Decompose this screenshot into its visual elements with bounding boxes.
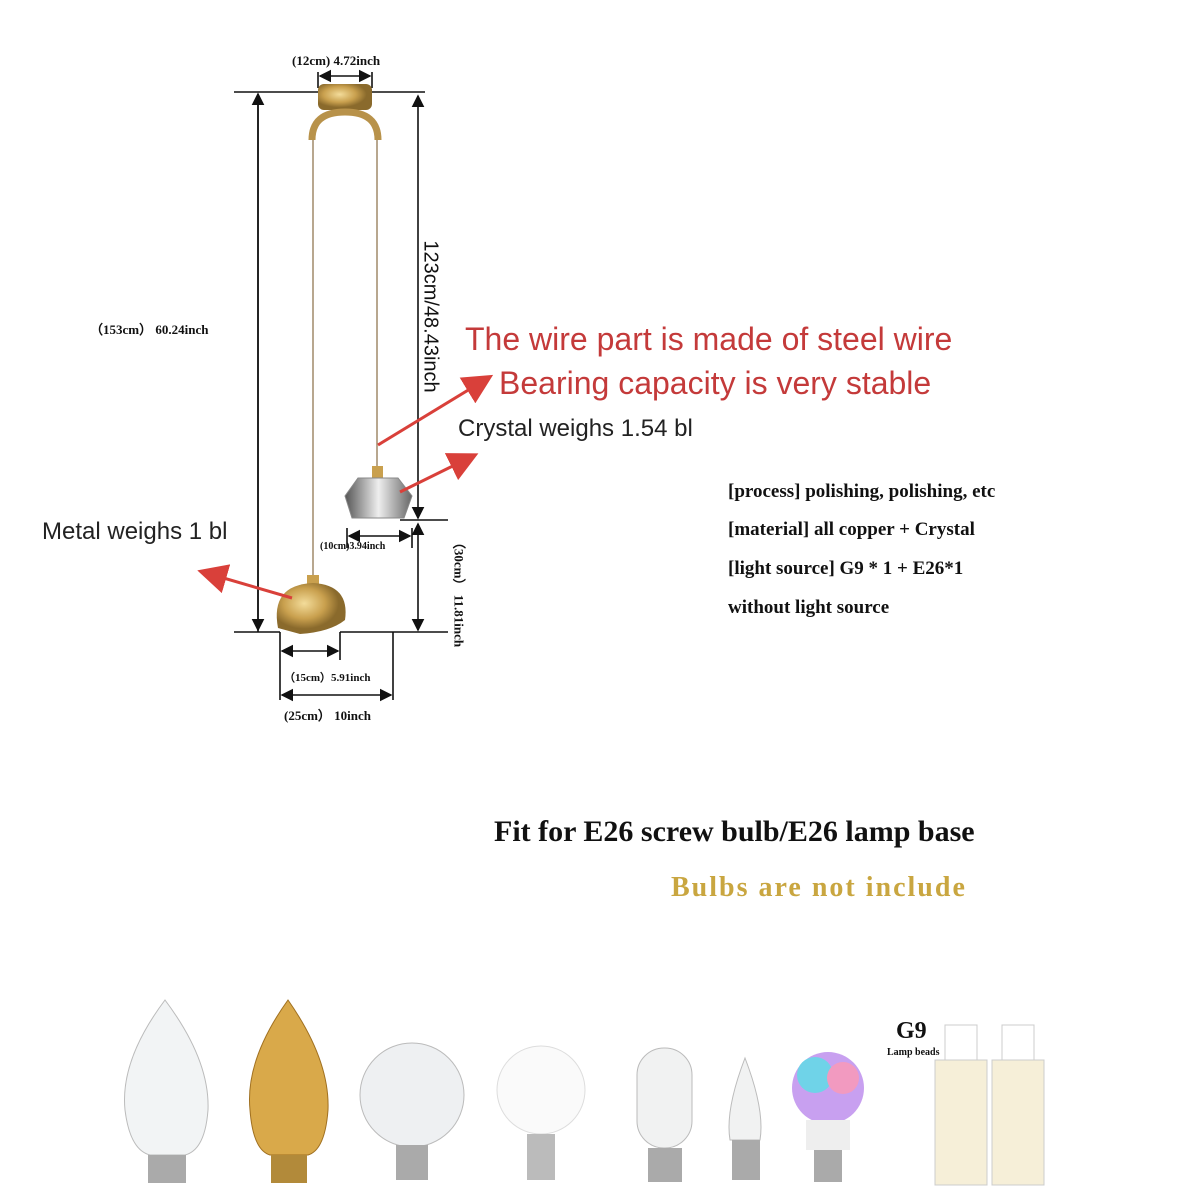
overall-width-label: (25cm） 10inch — [284, 708, 372, 723]
spec-no-bulb: without light source — [728, 597, 890, 618]
wire-length-label: 123cm/48.43inch — [419, 240, 442, 393]
spec-process: [process] polishing, polishing, etc — [728, 481, 996, 502]
total-height-label: （153cm） 60.24inch — [90, 322, 209, 337]
g9-subtitle: Lamp beads — [887, 1047, 940, 1058]
bulb-vintage — [249, 999, 329, 1183]
metal-weight-label: Metal weighs 1 bl — [42, 518, 228, 545]
drop-difference-label: （30cm） 11.81inch — [451, 535, 467, 648]
bulb-candle — [728, 1056, 762, 1180]
bulb-g125 — [359, 1042, 465, 1180]
metal-width-label: （15cm）5.91inch — [284, 672, 371, 684]
bulb-milky — [496, 1045, 586, 1180]
canopy-width-label: (12cm) 4.72inch — [292, 53, 381, 68]
spec-light-source: [light source] G9 * 1 + E26*1 — [728, 558, 964, 579]
crystal-width-label: (10cm)3.94inch — [320, 541, 386, 552]
crystal-weight-label: Crystal weighs 1.54 bl — [458, 415, 693, 442]
bulb-row — [124, 999, 1045, 1186]
g9-title: G9 — [896, 1018, 927, 1044]
wire-callout-line1: The wire part is made of steel wire — [465, 321, 953, 357]
bulb-t45 — [636, 1047, 693, 1182]
callout-arrows — [197, 374, 494, 600]
bulb-g9-a — [934, 1024, 988, 1186]
pendant-lamp — [276, 84, 413, 634]
bulb-st64 — [124, 999, 209, 1183]
wire-callout-line2: Bearing capacity is very stable — [499, 365, 932, 401]
spec-material: [material] all copper + Crystal — [728, 519, 975, 540]
fit-title: Fit for E26 screw bulb/E26 lamp base — [494, 815, 975, 848]
bulbs-note: Bulbs are not include — [671, 872, 967, 903]
bulb-rgb — [792, 1052, 864, 1182]
dimension-lines — [234, 69, 448, 702]
bulb-g9-b — [991, 1024, 1045, 1186]
